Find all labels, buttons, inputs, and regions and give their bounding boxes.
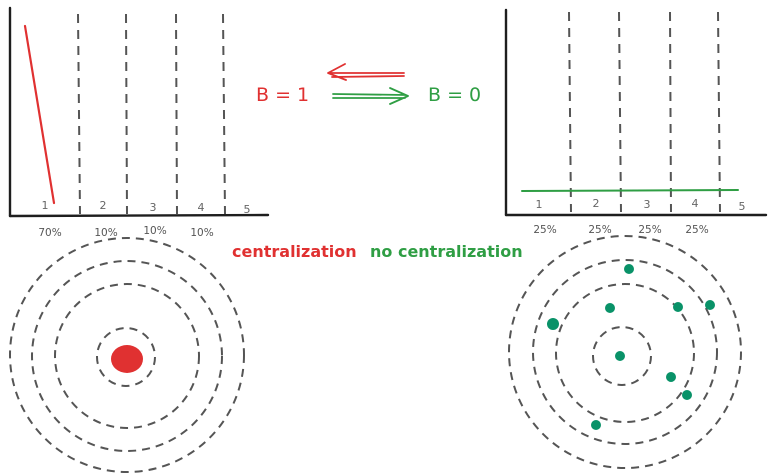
right-tick-3: 3: [644, 198, 651, 211]
left-divider-1: [77, 13, 81, 215]
right-ring-2: [555, 283, 695, 423]
left-percent-1: 70%: [38, 227, 61, 239]
left-ring-2: [54, 283, 200, 429]
green-arrow: [332, 87, 409, 105]
left-ring-inner: [96, 327, 156, 387]
label-b0: B = 0: [428, 84, 481, 106]
left-distribution-line: [23, 24, 56, 205]
node: [705, 300, 715, 310]
node: [615, 351, 625, 361]
left-x-axis: [8, 213, 270, 218]
right-ring-inner: [592, 326, 652, 386]
left-tick-2: 2: [100, 199, 107, 212]
node: [666, 372, 676, 382]
node: [605, 303, 615, 313]
right-divider-2: [618, 11, 622, 213]
node: [682, 390, 692, 400]
right-tick-1: 1: [536, 198, 543, 211]
right-tick-2: 2: [593, 197, 600, 210]
left-tick-3: 3: [150, 201, 157, 214]
right-divider-4: [717, 11, 721, 213]
left-tick-4: 4: [198, 201, 205, 214]
right-percent-2: 25%: [588, 224, 611, 236]
left-ring-3: [31, 260, 223, 452]
right-divider-1: [568, 11, 572, 213]
red-arrow: [327, 63, 405, 81]
right-nodes: [547, 264, 715, 430]
node: [673, 302, 683, 312]
right-concentric-rings: [508, 235, 742, 469]
left-chart: 1 2 3 4 5 70% 10% 10% 10%: [8, 6, 270, 239]
label-b1: B = 1: [256, 84, 309, 106]
left-tick-5: 5: [244, 203, 251, 216]
right-tick-4: 4: [692, 197, 699, 210]
left-percent-3: 10%: [143, 225, 166, 237]
left-center-node: [111, 345, 143, 373]
right-percent-4: 25%: [685, 224, 708, 236]
right-chart: 1 2 3 4 5 25% 25% 25% 25%: [504, 8, 768, 236]
right-divider-3: [669, 11, 672, 213]
right-ring-outer: [508, 235, 742, 469]
left-divider-3: [175, 13, 178, 215]
right-distribution-line: [521, 189, 739, 192]
node: [624, 264, 634, 274]
right-percent-1: 25%: [533, 224, 556, 236]
left-percent-2: 10%: [94, 227, 117, 239]
node: [591, 420, 601, 430]
right-tick-5: 5: [739, 200, 746, 213]
right-percent-3: 25%: [638, 224, 661, 236]
node: [547, 318, 559, 330]
left-tick-1: 1: [42, 199, 49, 212]
left-percent-4: 10%: [190, 227, 213, 239]
arrows: [327, 63, 409, 105]
right-ring-3: [532, 259, 718, 445]
caption-no-centralization: no centralization: [370, 242, 523, 261]
left-divider-2: [125, 13, 128, 215]
left-divider-4: [222, 13, 226, 215]
caption-centralization: centralization: [232, 242, 357, 261]
left-ring-outer: [9, 237, 245, 473]
left-concentric-rings: [9, 237, 245, 473]
